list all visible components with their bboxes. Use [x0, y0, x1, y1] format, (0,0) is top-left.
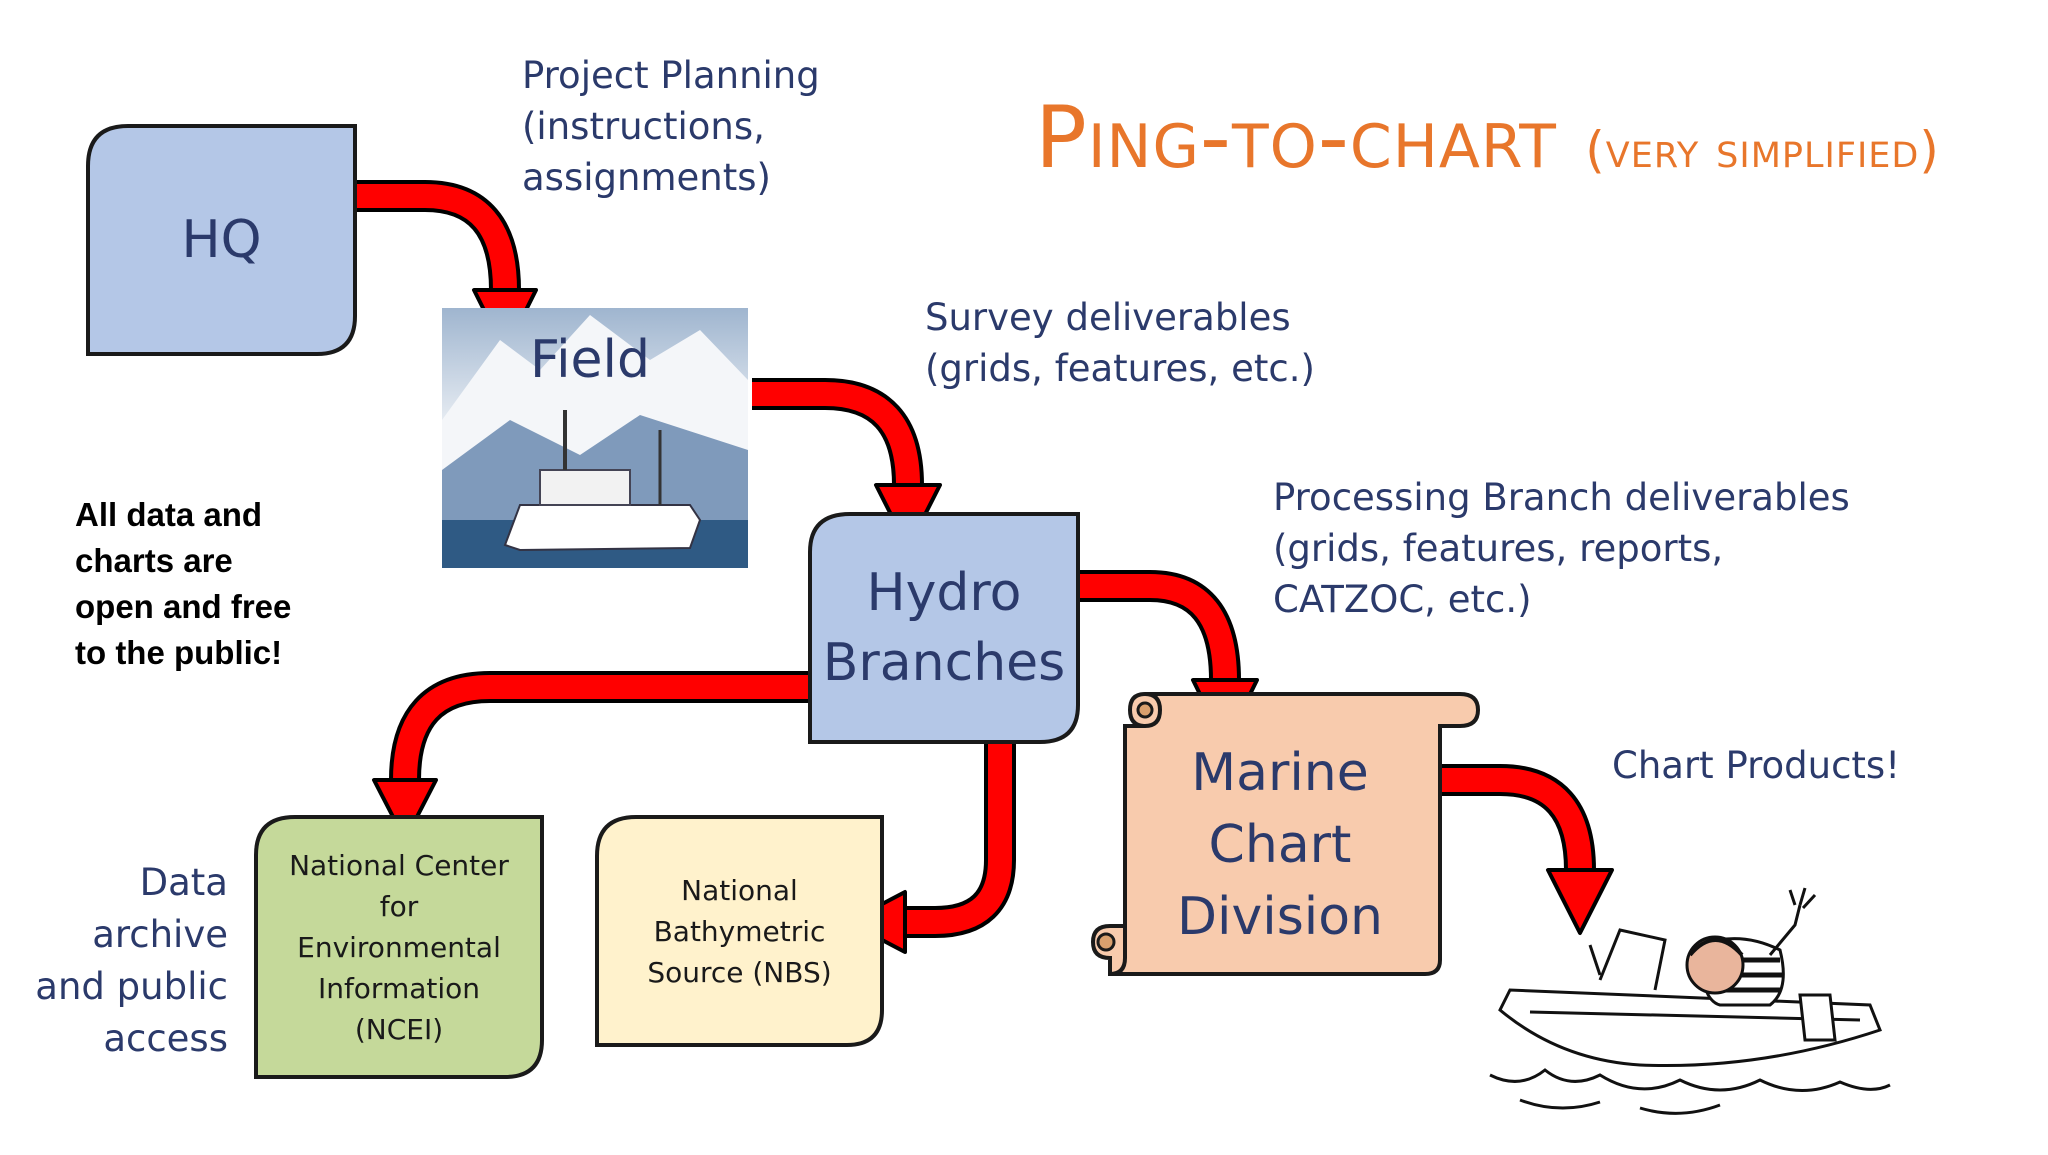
- page-title: Ping-to-chart (very simplified): [1035, 88, 1940, 188]
- mcd-scroll: [1090, 692, 1481, 976]
- field-label: Field: [529, 330, 651, 390]
- ncei-box: [254, 815, 544, 1079]
- hq-box: [86, 124, 357, 356]
- survey-deliverables-annotation: Survey deliverables (grids, features, et…: [925, 296, 1315, 390]
- nbs-box: [595, 815, 884, 1047]
- arrow-mcd-to-chart-products: [1440, 764, 1614, 935]
- title-sub: (very simplified): [1585, 121, 1940, 179]
- hydro-label: Hydro Branches: [822, 563, 1066, 693]
- data-archive-annotation: Data archive and public access: [35, 861, 228, 1060]
- hydro-box: [808, 512, 1080, 744]
- chart-products-annotation: Chart Products!: [1612, 744, 1901, 787]
- nbs-label: National Bathymetric Source (NBS): [647, 873, 832, 989]
- open-free-note: All data and charts are open and free to…: [75, 496, 292, 671]
- title-main: Ping-to-chart: [1035, 88, 1557, 188]
- ncei-label: National Center for Environmental Inform…: [289, 848, 509, 1046]
- project-planning-annotation: Project Planning (instructions, assignme…: [522, 54, 820, 199]
- arrow-hydro-to-ncei: [372, 671, 810, 842]
- mcd-label: Marine Chart Division: [1176, 743, 1384, 947]
- boater-cartoon-icon: [1489, 887, 1891, 1115]
- hq-label: HQ: [181, 210, 262, 270]
- field-photo: [442, 308, 748, 568]
- processing-deliverables-annotation: Processing Branch deliverables (grids, f…: [1273, 476, 1850, 621]
